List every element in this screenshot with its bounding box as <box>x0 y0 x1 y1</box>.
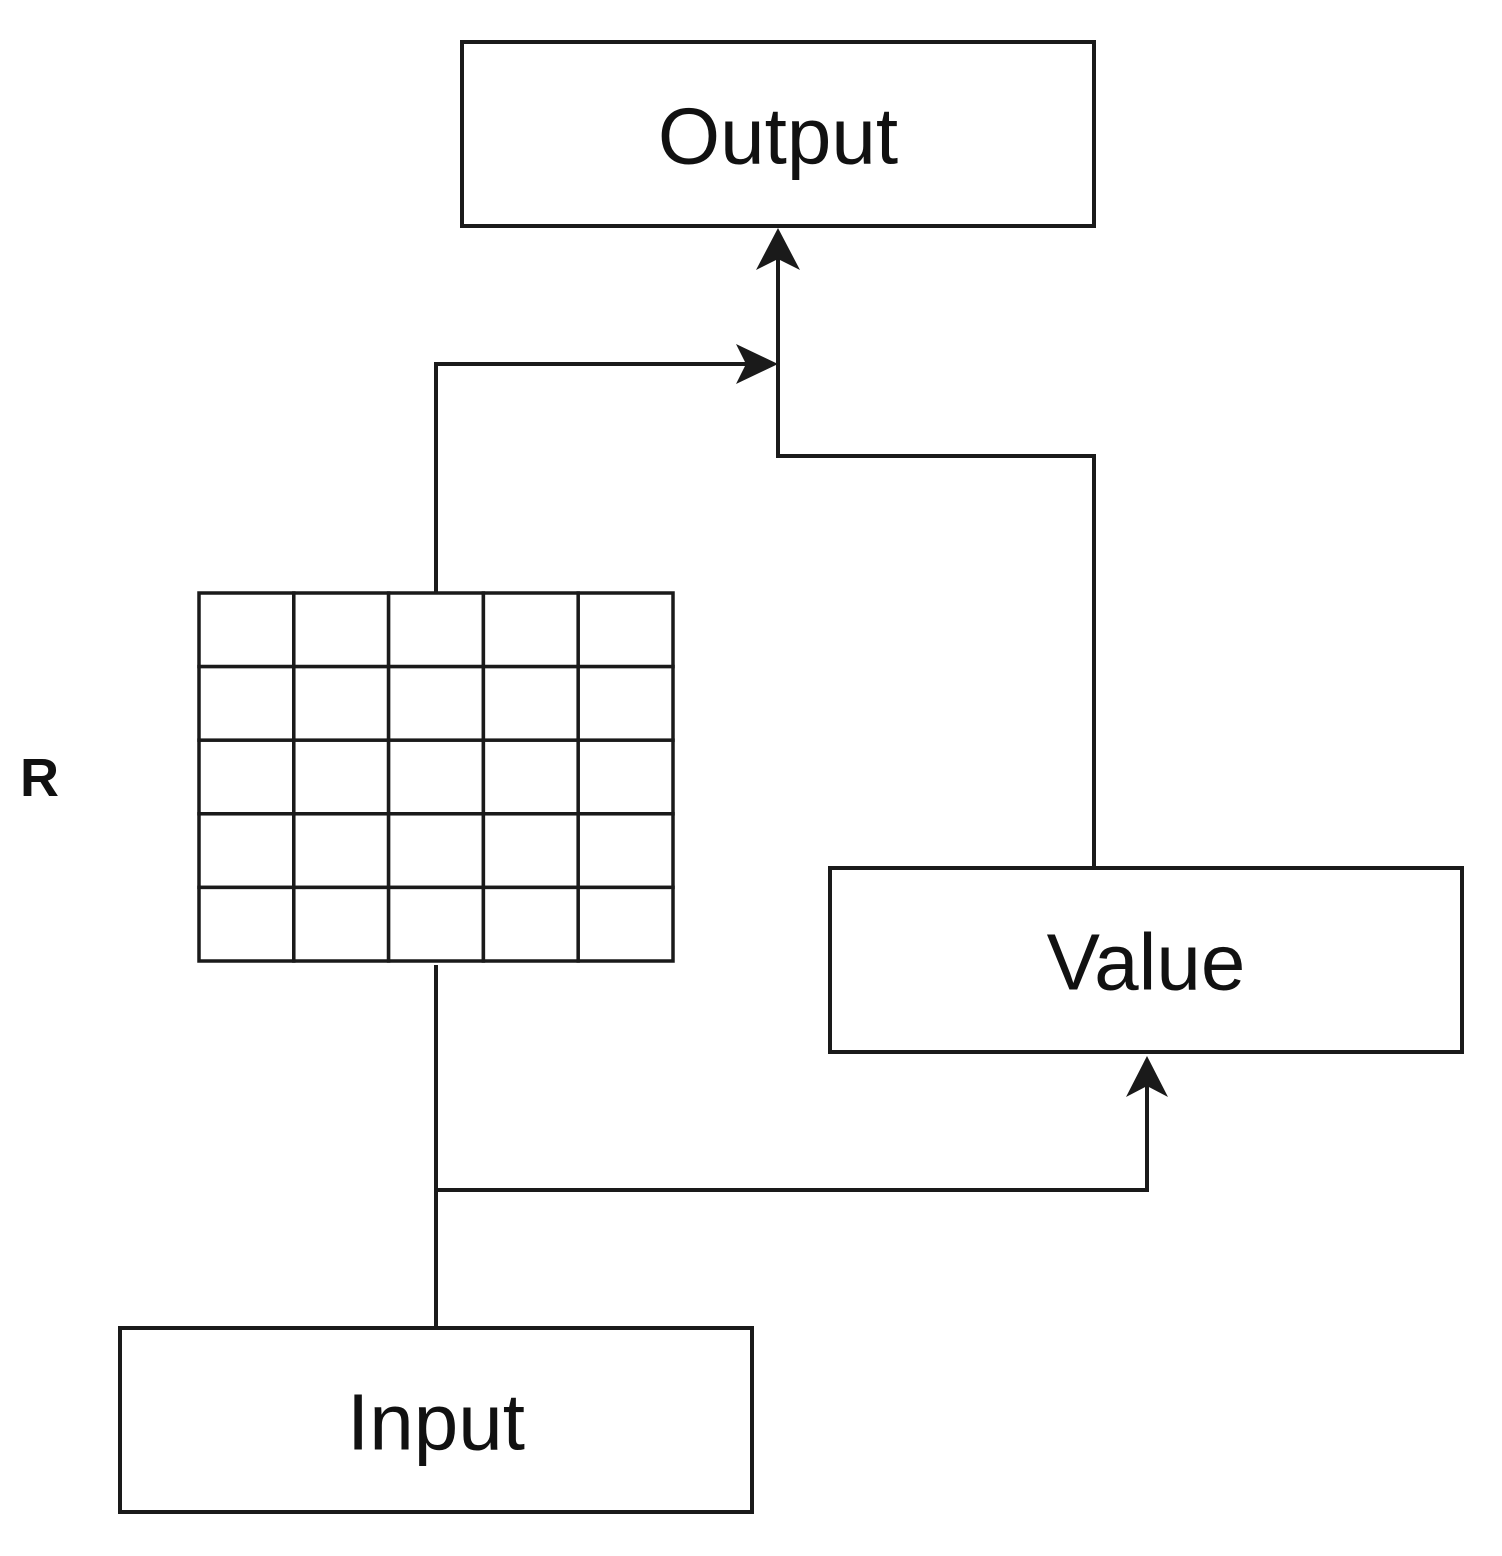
matrix-cell <box>386 812 486 890</box>
matrix-cell <box>197 591 296 669</box>
value-node: Value <box>828 866 1464 1054</box>
matrix-cell <box>197 738 296 816</box>
input-node: Input <box>118 1326 754 1514</box>
input-label: Input <box>347 1378 525 1467</box>
matrix-cell <box>197 812 296 890</box>
matrix-cell <box>292 885 391 963</box>
matrix-cell <box>292 591 391 669</box>
matrix-cell <box>481 885 580 963</box>
matrix-cell <box>197 885 296 963</box>
matrix-cell <box>481 591 580 669</box>
matrix-cell <box>576 812 675 890</box>
input-box <box>118 1326 754 1514</box>
matrix-cell <box>576 591 675 669</box>
matrix-cell <box>386 591 486 669</box>
output-box <box>460 40 1096 228</box>
edge-input-to-value <box>436 1062 1149 1192</box>
edge-matrix-to-output <box>434 362 770 592</box>
output-label: Output <box>658 92 898 181</box>
matrix-cell <box>481 738 580 816</box>
matrix-grid <box>197 591 675 963</box>
edges <box>434 228 1168 1328</box>
arrowhead-value <box>1126 1056 1168 1097</box>
matrix-cell <box>576 738 675 816</box>
matrix-cell <box>386 738 486 816</box>
matrix-cell <box>386 885 486 963</box>
value-box <box>828 866 1464 1054</box>
matrix-cell <box>292 664 391 742</box>
output-node: Output <box>460 40 1096 228</box>
matrix-cell <box>481 812 580 890</box>
matrix-label: R <box>20 748 59 808</box>
matrix-cell <box>576 664 675 742</box>
matrix-cell <box>197 664 296 742</box>
edge-value-to-output <box>776 234 1096 868</box>
matrix-cell <box>481 664 580 742</box>
arrowhead-output <box>756 228 800 270</box>
matrix-cell <box>576 885 675 963</box>
matrix-cell <box>386 664 486 742</box>
arrowhead-matrix-junction <box>736 344 778 384</box>
matrix-cell <box>292 738 391 816</box>
value-label: Value <box>1047 918 1246 1007</box>
matrix-cell <box>292 812 391 890</box>
